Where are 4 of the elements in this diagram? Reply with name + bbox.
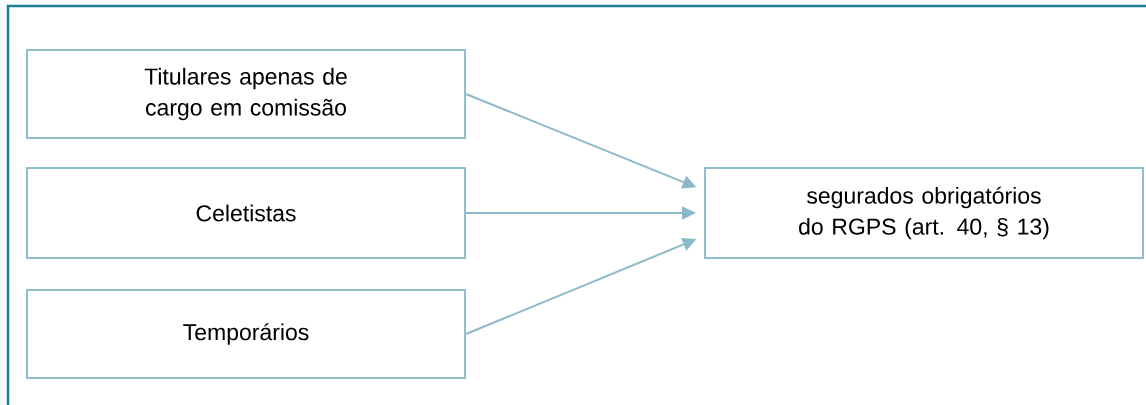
text-box: Temporários xyxy=(26,289,466,379)
text-box: segurados obrigatórios do RGPS (art. 40, § 13) xyxy=(704,167,1144,259)
text-box: Celetistas xyxy=(26,167,466,259)
text-box: Titulares apenas de cargo em comissão xyxy=(26,49,466,139)
